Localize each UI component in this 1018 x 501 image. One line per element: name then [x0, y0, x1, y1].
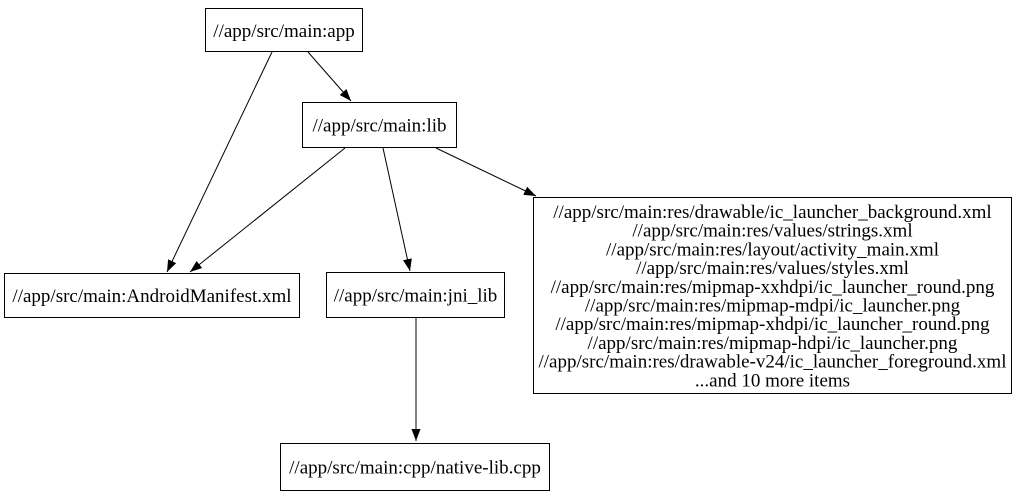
node-res-group-line: //app/src/main:res/drawable/ic_launcher_… — [553, 202, 991, 223]
node-res-group-box — [533, 197, 1012, 394]
node-lib-box — [302, 102, 457, 148]
node-res-group-line: //app/src/main:res/mipmap-xhdpi/ic_launc… — [555, 314, 990, 335]
node-jni-lib-label: //app/src/main:jni_lib — [334, 286, 498, 307]
node-app-label: //app/src/main:app — [213, 21, 354, 42]
node-android-manifest: //app/src/main:AndroidManifest.xml — [4, 273, 300, 318]
edge-app-to-android-manifest — [166, 51, 273, 273]
node-res-group-line: //app/src/main:res/mipmap-xxhdpi/ic_laun… — [551, 277, 995, 298]
node-res-group-line: //app/src/main:res/mipmap-mdpi/ic_launch… — [585, 296, 961, 317]
node-res-group-more-items: ...and 10 more items — [695, 370, 850, 391]
node-res-group-line: //app/src/main:res/drawable-v24/ic_launc… — [539, 352, 1007, 373]
node-native-lib-cpp-box — [280, 443, 550, 491]
edge-lib-to-android-manifest — [189, 147, 346, 273]
node-app-box — [205, 8, 363, 52]
node-native-lib-cpp-label: //app/src/main:cpp/native-lib.cpp — [289, 458, 541, 479]
edge-lib-to-res-group — [435, 147, 537, 197]
node-app: //app/src/main:app — [205, 8, 363, 52]
node-jni-lib: //app/src/main:jni_lib — [326, 272, 505, 318]
node-android-manifest-label: //app/src/main:AndroidManifest.xml — [12, 286, 291, 307]
node-res-group-line: //app/src/main:res/values/styles.xml — [636, 258, 909, 279]
node-android-manifest-box — [4, 273, 300, 318]
edges — [166, 51, 537, 441]
node-res-group: //app/src/main:res/drawable/ic_launcher_… — [533, 197, 1012, 394]
node-native-lib-cpp: //app/src/main:cpp/native-lib.cpp — [280, 443, 550, 491]
node-res-group-line: //app/src/main:res/layout/activity_main.… — [606, 239, 939, 260]
node-lib-label: //app/src/main:lib — [312, 116, 446, 137]
edge-app-to-lib — [307, 51, 352, 102]
node-res-group-line: //app/src/main:res/values/strings.xml — [632, 221, 912, 242]
edge-lib-to-jni-lib — [382, 147, 412, 272]
node-jni-lib-box — [326, 272, 505, 318]
node-res-group-line: //app/src/main:res/mipmap-hdpi/ic_launch… — [588, 333, 958, 354]
node-lib: //app/src/main:lib — [302, 102, 457, 148]
